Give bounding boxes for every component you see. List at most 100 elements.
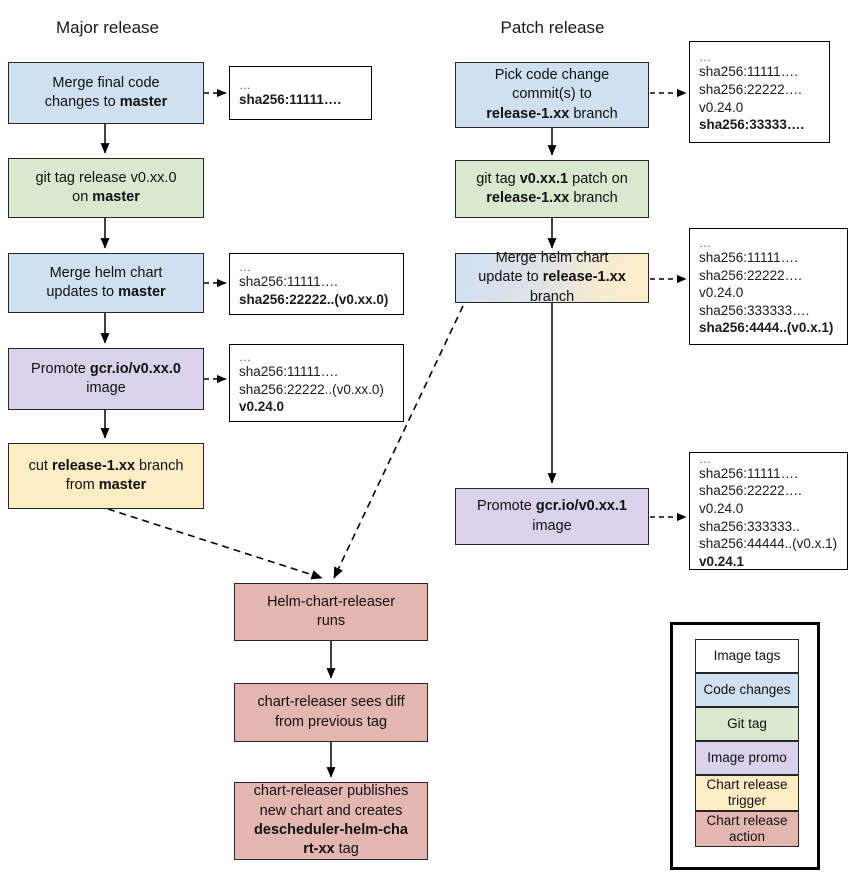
tag-line: sha256:22222..(v0.xx.0) bbox=[239, 381, 384, 397]
node-line: Promote bbox=[477, 498, 536, 515]
node-line: Pick code change bbox=[494, 67, 610, 84]
node-emph: rt-xx bbox=[303, 841, 335, 858]
legend-item-git-tag: Git tag bbox=[695, 707, 799, 741]
node-cut-release-branch[interactable]: cut release-1.xx branch from master bbox=[8, 443, 204, 509]
tagbox-patch-1: …sha256:11111….sha256:22222…. v0.24.0 sha2… bbox=[689, 41, 830, 143]
node-line: from previous tag bbox=[274, 713, 388, 730]
node-line: branch bbox=[569, 105, 618, 122]
tag-ellipsis: … bbox=[699, 451, 712, 466]
tag-line: sha256:22222…. bbox=[699, 483, 802, 499]
tag-line: sha256:11111…. bbox=[239, 273, 338, 289]
node-line: branch bbox=[135, 457, 184, 474]
node-line: Promote bbox=[31, 360, 90, 377]
legend-item-image-promo: Image promo bbox=[695, 741, 799, 775]
node-emph: release-1.xx bbox=[486, 105, 570, 122]
node-emph: descheduler-helm-cha bbox=[254, 822, 408, 838]
node-pick-code-change[interactable]: Pick code change commit(s) to release-1.… bbox=[455, 62, 649, 128]
tag-line: sha256:11111…. bbox=[699, 64, 798, 80]
legend-item-label: Chart release action bbox=[706, 813, 788, 844]
legend-item-code-changes: Code changes bbox=[695, 673, 799, 707]
node-line: image bbox=[532, 517, 572, 534]
node-emph: gcr.io/v0.xx.1 bbox=[535, 498, 627, 515]
node-emph: master bbox=[98, 477, 147, 493]
node-chart-releaser-publishes[interactable]: chart-releaser publishes new chart and c… bbox=[234, 782, 428, 860]
tag-line: sha256:11111…. bbox=[699, 250, 798, 266]
node-emph: release-1.xx bbox=[486, 190, 570, 206]
node-line: cut bbox=[28, 457, 52, 474]
node-emph: master bbox=[119, 94, 168, 110]
tagbox-major-3: …sha256:11111….sha256:22222..(v0.xx.0) v0… bbox=[229, 344, 404, 422]
node-emph: release-1.xx bbox=[542, 269, 626, 286]
node-line: changes to bbox=[44, 94, 120, 110]
tagbox-major-2: …sha256:11111…. sha256:22222..(v0.xx.0) bbox=[229, 253, 404, 315]
tag-line: v0.24.1 bbox=[699, 553, 745, 569]
node-line: on bbox=[72, 189, 93, 205]
node-merge-helm-chart-release-branch[interactable]: Merge helm chart update to release-1.xx … bbox=[455, 250, 649, 305]
legend-item-label: Code changes bbox=[703, 682, 791, 698]
column-title-major: Major release bbox=[56, 18, 159, 37]
legend-item-label: Image promo bbox=[707, 750, 787, 766]
node-line: Merge helm chart bbox=[49, 264, 163, 281]
node-emph: master bbox=[92, 189, 140, 205]
tag-ellipsis: … bbox=[699, 236, 712, 251]
tag-line: sha256:22222…. bbox=[699, 81, 802, 97]
tag-ellipsis: … bbox=[239, 259, 252, 274]
node-line: branch bbox=[529, 288, 575, 305]
node-git-tag-patch[interactable]: git tag v0.xx.1 patch on release-1.xx br… bbox=[455, 160, 649, 218]
node-emph: gcr.io/v0.xx.0 bbox=[89, 360, 181, 377]
node-line: chart-releaser publishes bbox=[253, 783, 409, 800]
node-line: image bbox=[86, 380, 126, 396]
node-merge-helm-chart-master[interactable]: Merge helm chart updates to master bbox=[8, 253, 204, 313]
tag-ellipsis: … bbox=[699, 50, 712, 65]
tag-ellipsis: … bbox=[239, 77, 252, 92]
tag-line: v0.24.0 bbox=[699, 285, 744, 301]
edge-trigger-to-releaser bbox=[107, 508, 323, 580]
tag-line: v0.24.0 bbox=[699, 500, 744, 516]
legend-item-label: Chart release trigger bbox=[706, 777, 788, 808]
node-line: new chart and creates bbox=[259, 802, 403, 819]
tagbox-major-1: …sha256:11111…. bbox=[229, 66, 372, 120]
node-line: runs bbox=[316, 613, 346, 629]
node-line: update to bbox=[478, 269, 543, 286]
legend-item-chart-release-trigger: Chart release trigger bbox=[695, 775, 799, 811]
node-line: branch bbox=[569, 190, 618, 206]
tag-line: sha256:11111…. bbox=[239, 91, 342, 107]
node-line: commit(s) to bbox=[512, 86, 592, 103]
node-line: updates to bbox=[46, 284, 119, 300]
node-line: git tag release v0.xx.0 bbox=[35, 169, 177, 186]
node-line: chart-releaser sees diff bbox=[257, 694, 405, 711]
tag-line: sha256:22222..(v0.xx.0) bbox=[239, 291, 389, 307]
column-title-patch: Patch release bbox=[500, 18, 605, 37]
node-emph: master bbox=[118, 284, 166, 300]
tag-line: sha256:11111…. bbox=[239, 364, 338, 380]
legend-item-label: Git tag bbox=[727, 716, 767, 732]
legend-item-image-tags: Image tags bbox=[695, 639, 799, 673]
node-line: from bbox=[65, 477, 99, 493]
node-git-tag-release[interactable]: git tag release v0.xx.0 on master bbox=[8, 158, 204, 218]
node-line: patch on bbox=[568, 170, 628, 187]
node-line: git tag bbox=[476, 170, 520, 187]
node-line: Merge final code bbox=[52, 74, 160, 91]
node-helm-chart-releaser-runs[interactable]: Helm-chart-releaser runs bbox=[234, 583, 428, 641]
tag-line: sha256:4444..(v0.x.1) bbox=[699, 320, 834, 336]
tag-line: sha256:44444..(v0.x.1) bbox=[699, 536, 838, 552]
node-emph: release-1.xx bbox=[51, 457, 136, 474]
node-line: tag bbox=[334, 841, 359, 858]
node-promote-image-major[interactable]: Promote gcr.io/v0.xx.0 image bbox=[8, 348, 204, 410]
tag-line: sha256:33333…. bbox=[699, 117, 805, 133]
node-line: Merge helm chart bbox=[495, 250, 609, 267]
tag-ellipsis: … bbox=[239, 350, 252, 365]
node-merge-final-code[interactable]: Merge final code changes to master bbox=[8, 62, 204, 124]
tag-line: v0.24.0 bbox=[699, 99, 744, 115]
node-chart-releaser-sees-diff[interactable]: chart-releaser sees diff from previous t… bbox=[234, 683, 428, 742]
tag-line: sha256:333333.. bbox=[699, 518, 800, 534]
tag-line: sha256:333333…. bbox=[699, 302, 810, 318]
node-promote-image-patch[interactable]: Promote gcr.io/v0.xx.1 image bbox=[455, 488, 649, 545]
node-line: Helm-chart-releaser bbox=[266, 593, 396, 610]
tag-line: v0.24.0 bbox=[239, 399, 285, 415]
